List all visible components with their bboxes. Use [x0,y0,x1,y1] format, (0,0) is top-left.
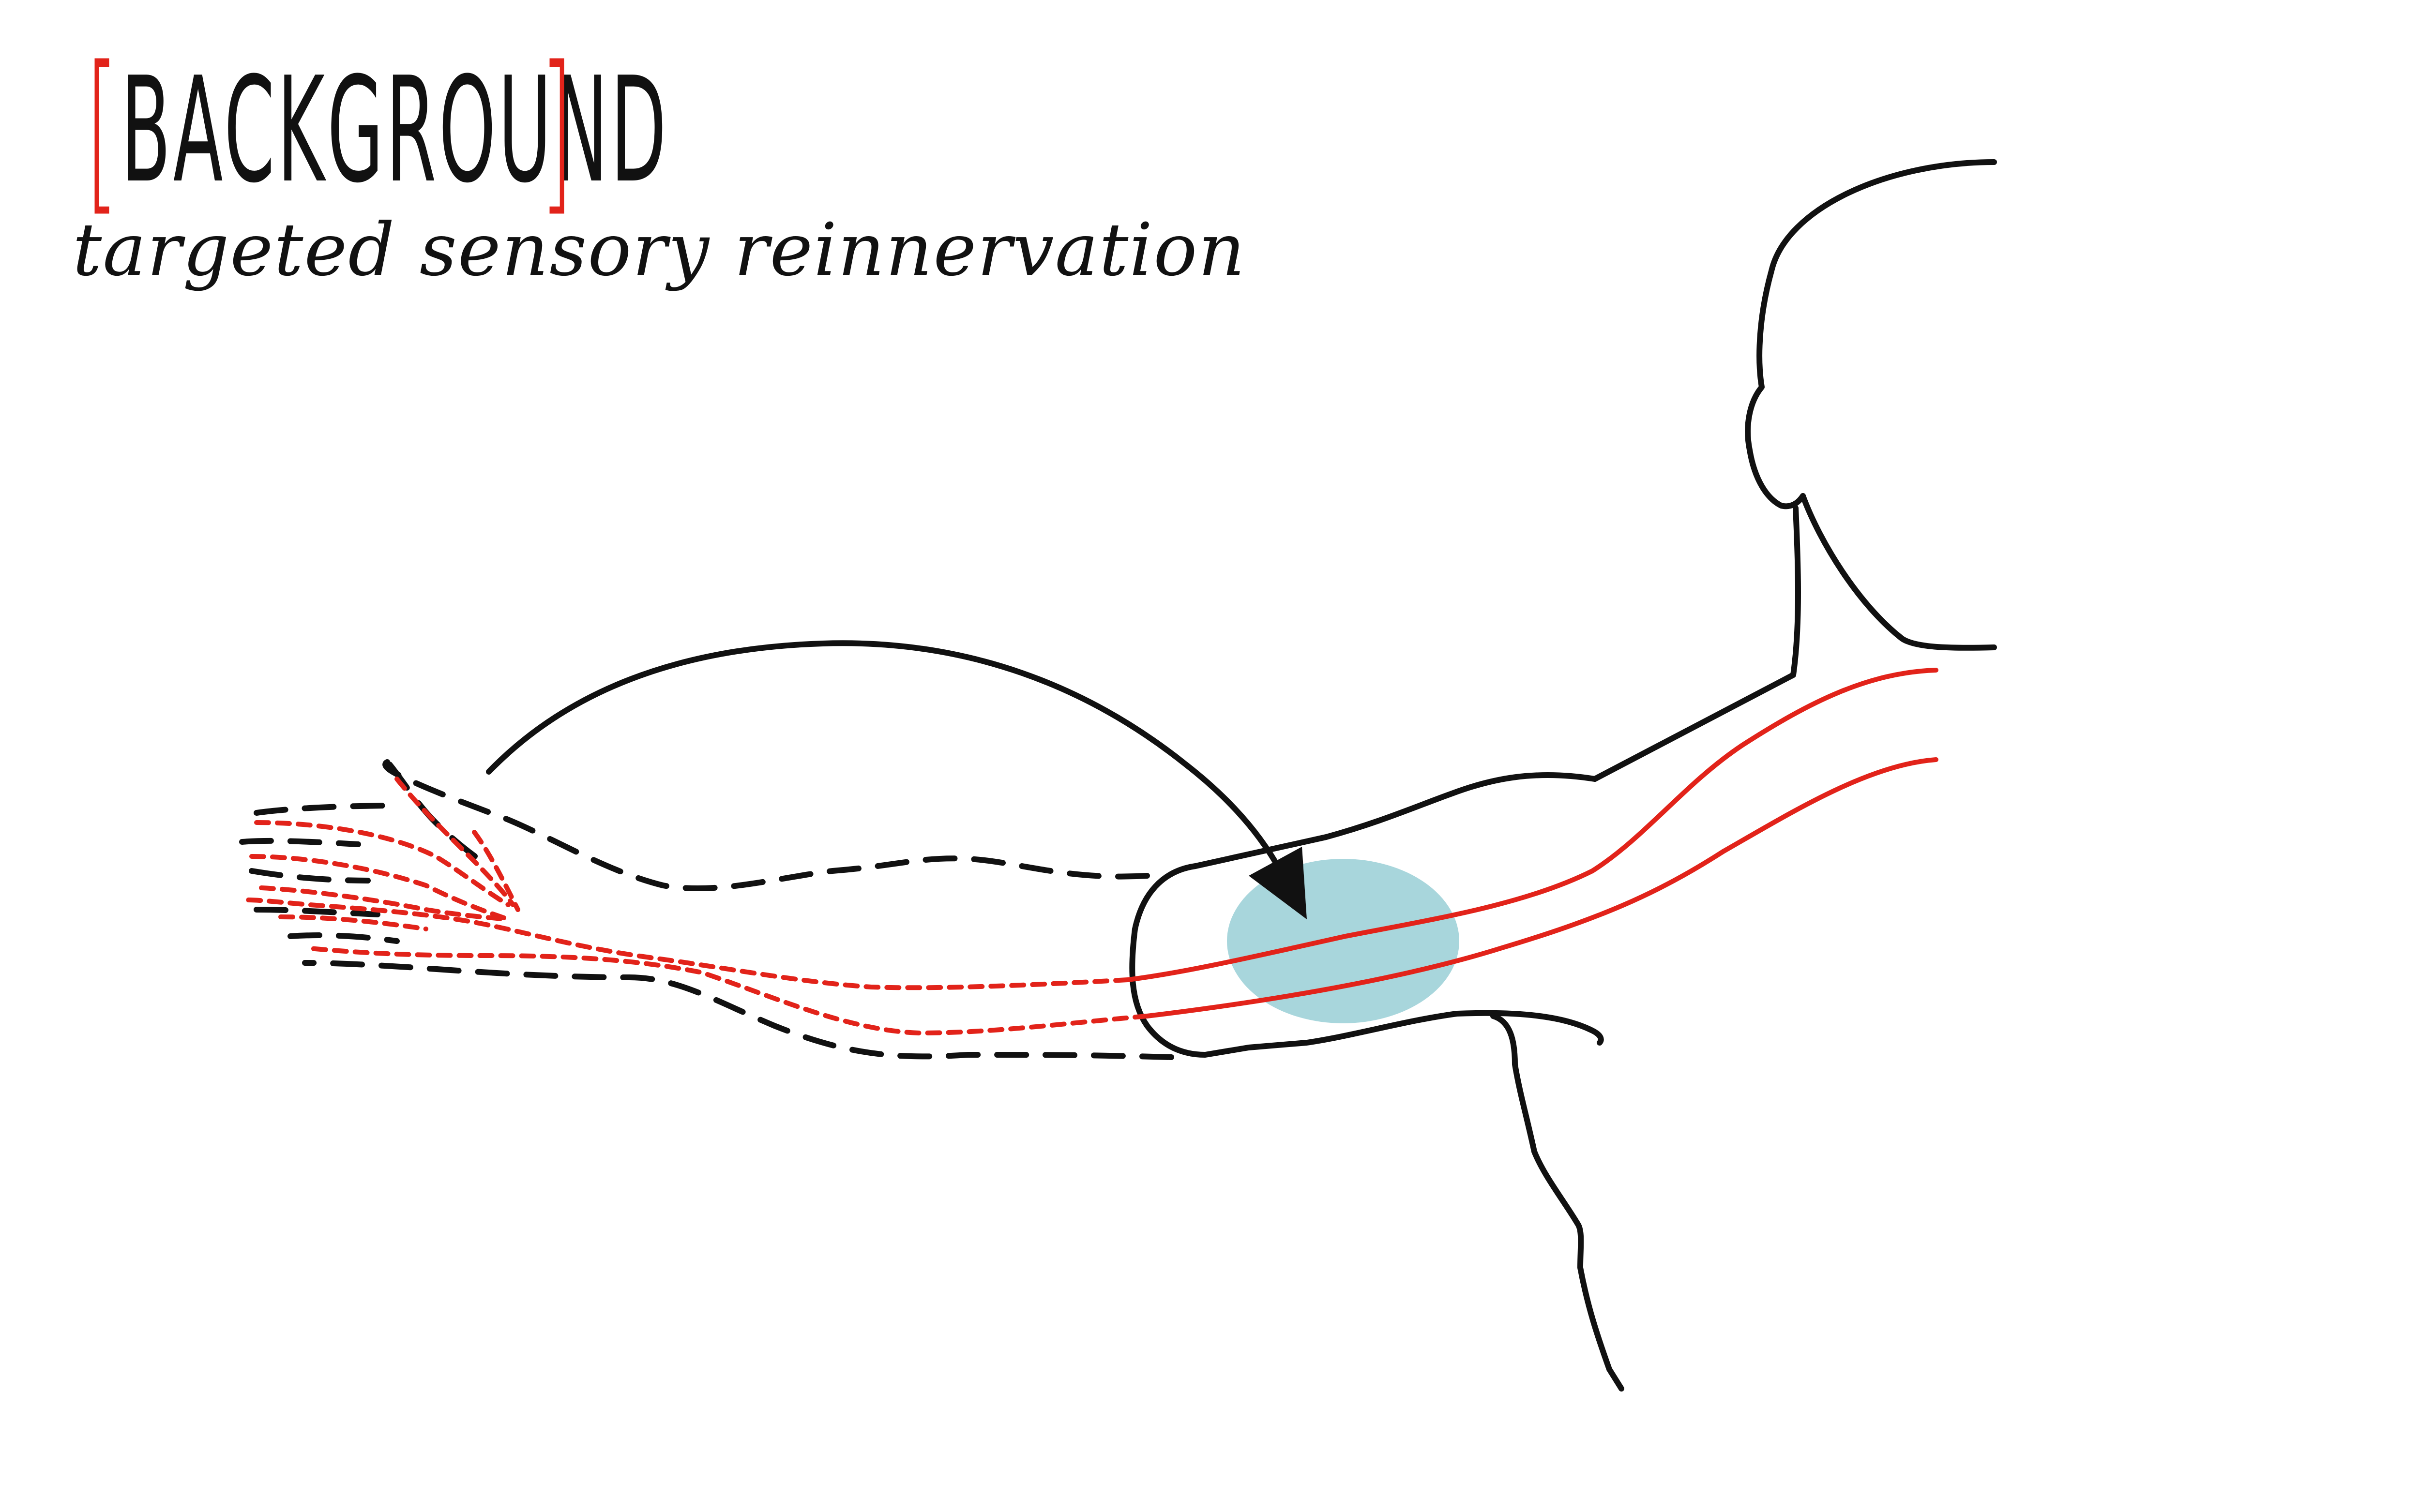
phantom-finger-3 [252,871,368,881]
head-outline [1748,162,1994,506]
phantom-finger-5 [290,935,397,941]
redirect-arrow [489,643,1307,919]
neck-front [1803,496,1994,648]
torso-side [1493,1016,1621,1389]
phantom-nerve-finger-4 [281,917,426,929]
phantom-finger-2 [242,841,358,844]
neck-back [1595,508,1798,779]
phantom-nerve-lower [310,948,1147,1033]
phantom-forearm-bottom [305,963,1171,1057]
phantom-nerve-thumb [397,779,513,905]
redirect-arrow-line [489,643,1278,866]
phantom-thumb [390,764,489,866]
phantom-finger-1 [257,806,397,813]
